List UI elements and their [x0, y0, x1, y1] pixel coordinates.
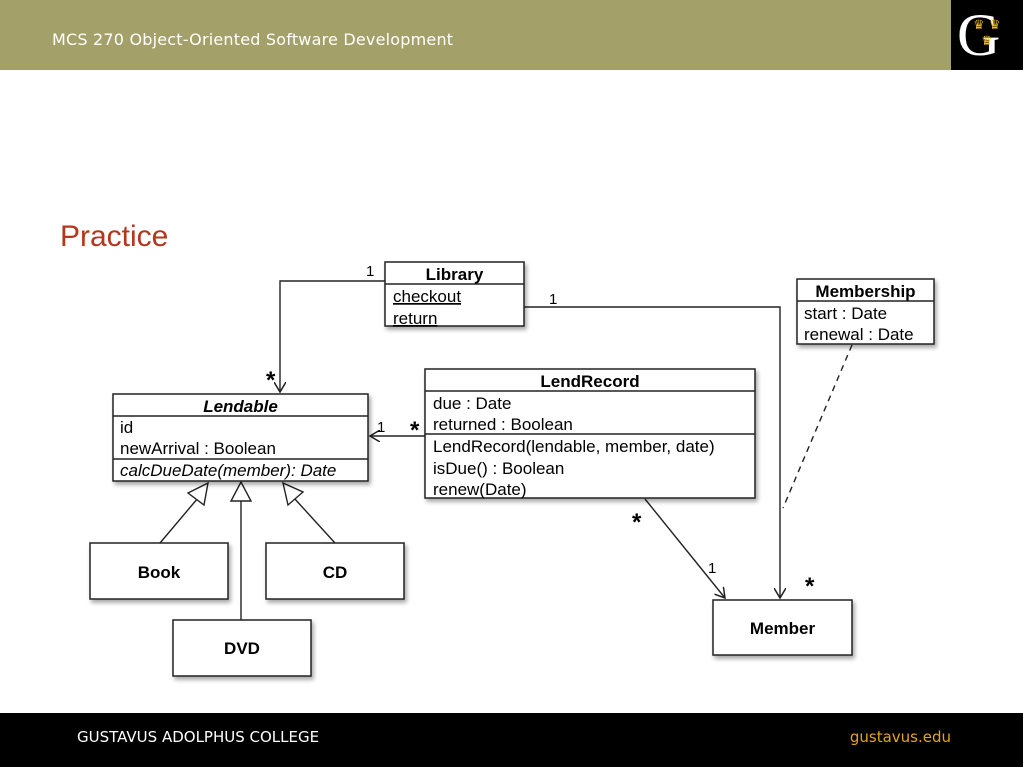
- crown-icon: ♛: [981, 33, 993, 48]
- class-dvd: DVD: [172, 619, 312, 677]
- class-lendrecord-op: renew(Date): [433, 480, 527, 499]
- multiplicity-lendrecord-lendable-many: *: [410, 417, 420, 444]
- class-lendrecord-attr: due : Date: [433, 394, 511, 413]
- college-name: GUSTAVUS ADOLPHUS COLLEGE: [77, 728, 320, 746]
- logo-letter: G: [957, 2, 1001, 68]
- course-title: MCS 270 Object-Oriented Software Develop…: [52, 30, 454, 49]
- class-lendable: Lendable id newArrival : Boolean calcDue…: [112, 393, 369, 482]
- multiplicity-lendrecord-member-one: 1: [708, 560, 716, 577]
- class-book-name: Book: [138, 563, 181, 582]
- generalization-cd-lendable: [282, 481, 336, 544]
- slide-title: Practice: [60, 220, 169, 253]
- class-membership: Membership start : Date renewal : Date: [796, 278, 935, 345]
- class-membership-attr: start : Date: [804, 304, 887, 323]
- class-dvd-name: DVD: [224, 639, 260, 658]
- generalization-dvd-lendable: [229, 480, 253, 620]
- class-lendable-attr: id: [120, 418, 133, 437]
- generalization-book-lendable: [159, 481, 209, 544]
- class-lendrecord-attr: returned : Boolean: [433, 415, 573, 434]
- footer-bar: GUSTAVUS ADOLPHUS COLLEGE gustavus.edu: [0, 713, 1023, 767]
- crown-icon: ♛: [989, 17, 1001, 32]
- crown-icon: ♛: [973, 17, 985, 32]
- class-library-op: return: [393, 309, 437, 328]
- college-website-link[interactable]: gustavus.edu: [849, 728, 951, 746]
- class-membership-attr: renewal : Date: [804, 325, 914, 344]
- association-library-lendable: [280, 280, 385, 392]
- class-cd: CD: [265, 542, 405, 600]
- class-book: Book: [89, 542, 229, 600]
- class-lendable-name: Lendable: [203, 397, 278, 416]
- class-library: Library checkout return: [384, 261, 525, 328]
- class-lendable-op: calcDueDate(member): Date: [120, 461, 336, 480]
- class-member-name: Member: [750, 619, 816, 638]
- multiplicity-library-lendable-one: 1: [366, 263, 374, 280]
- multiplicity-library-member-one: 1: [549, 291, 557, 308]
- multiplicity-lendrecord-member-many: *: [632, 509, 642, 536]
- header-bar: MCS 270 Object-Oriented Software Develop…: [0, 0, 951, 70]
- college-logo: G ♛ ♛ ♛: [951, 0, 1023, 70]
- class-member: Member: [712, 599, 853, 656]
- association-class-link-membership: [782, 344, 853, 509]
- uml-class-diagram: Library checkout return Membership start…: [89, 261, 935, 677]
- class-library-op: checkout: [393, 287, 461, 306]
- class-lendable-attr: newArrival : Boolean: [120, 439, 276, 458]
- class-cd-name: CD: [323, 563, 348, 582]
- class-lendrecord-op: LendRecord(lendable, member, date): [433, 437, 715, 456]
- class-library-name: Library: [426, 265, 484, 284]
- association-lendrecord-member: [644, 498, 725, 598]
- multiplicity-library-lendable-many: *: [266, 367, 276, 394]
- multiplicity-lendrecord-lendable-one: 1: [377, 419, 385, 436]
- class-membership-name: Membership: [815, 282, 915, 301]
- multiplicity-member-library-many: *: [805, 573, 815, 600]
- association-library-member: [524, 306, 780, 598]
- class-lendrecord-op: isDue() : Boolean: [433, 459, 564, 478]
- class-lendrecord: LendRecord due : Date returned : Boolean…: [424, 368, 756, 499]
- class-lendrecord-name: LendRecord: [540, 372, 639, 391]
